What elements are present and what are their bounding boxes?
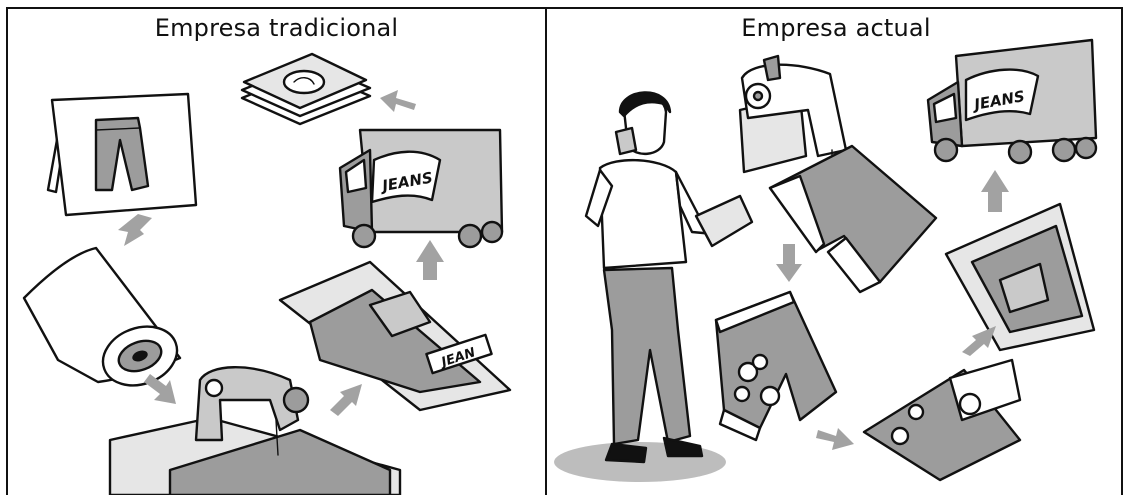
fabric-roll <box>22 246 182 387</box>
design-sketch-board <box>46 92 198 217</box>
arrow-package-to-truck-right <box>981 170 1009 212</box>
arrow-machine-to-package <box>330 384 362 416</box>
sewing-machine-table <box>108 366 402 495</box>
panel-frame <box>6 7 1123 495</box>
businessman-on-phone <box>584 91 754 464</box>
packaged-jeans-right <box>944 202 1096 352</box>
arrow-roll-to-machine <box>144 374 176 404</box>
arrow-package-to-truck <box>416 240 444 280</box>
delivery-truck-right: JEANS <box>926 38 1098 165</box>
right-panel-title: Empresa actual <box>741 14 931 42</box>
clipboard <box>694 194 754 248</box>
arrows-left <box>118 90 444 416</box>
packaged-jeans: JEAN <box>278 260 512 412</box>
jeans-shorts-decorated <box>714 290 838 442</box>
arrow-tagged-to-package <box>962 326 996 356</box>
sewing-machine-right <box>738 54 848 174</box>
arrow-shorts-down <box>776 244 802 282</box>
arrow-decorated-to-tagged <box>816 428 854 450</box>
arrows-right <box>776 170 1009 450</box>
left-panel-title: Empresa tradicional <box>154 14 399 42</box>
delivery-truck-left: JEANS <box>338 128 504 249</box>
jeans-shorts-tagged <box>862 358 1022 482</box>
arrow-truck-to-money <box>380 90 416 112</box>
money-stack <box>240 52 372 126</box>
arrow-board-to-roll <box>118 214 152 246</box>
jeans-shorts-flat <box>768 144 938 294</box>
